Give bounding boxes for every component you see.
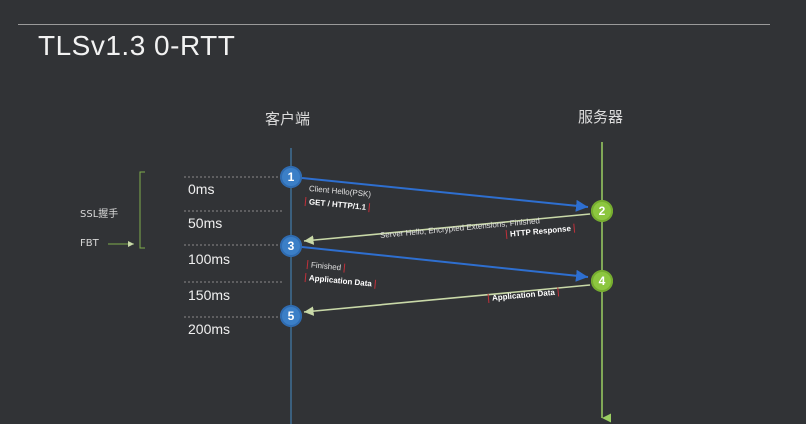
arrow-application-data <box>303 284 591 316</box>
title-divider <box>18 24 770 25</box>
time-label-150ms: 150ms <box>188 287 231 303</box>
arrow-server-hello <box>303 213 591 245</box>
arrow-finished <box>301 246 589 282</box>
arrow-client-hello <box>301 177 589 212</box>
ssl-handshake-label: SSL握手 <box>80 209 119 220</box>
server-label: 服务器 <box>578 108 624 126</box>
time-label-0ms: 0ms <box>188 181 215 197</box>
step-1-node: 1 <box>280 166 302 188</box>
step-3-node: 3 <box>280 235 302 257</box>
client-label: 客户端 <box>265 110 311 128</box>
page-title: TLSv1.3 0-RTT <box>38 30 236 61</box>
step-2-node: 2 <box>591 200 613 222</box>
time-label-200ms: 200ms <box>188 321 231 337</box>
time-label-100ms: 100ms <box>188 251 231 267</box>
time-label-50ms: 50ms <box>188 215 223 231</box>
step-4-node: 4 <box>591 270 613 292</box>
handshake-bracket <box>139 171 145 249</box>
fbt-label: FBT <box>80 238 99 249</box>
step-5-node: 5 <box>280 305 302 327</box>
